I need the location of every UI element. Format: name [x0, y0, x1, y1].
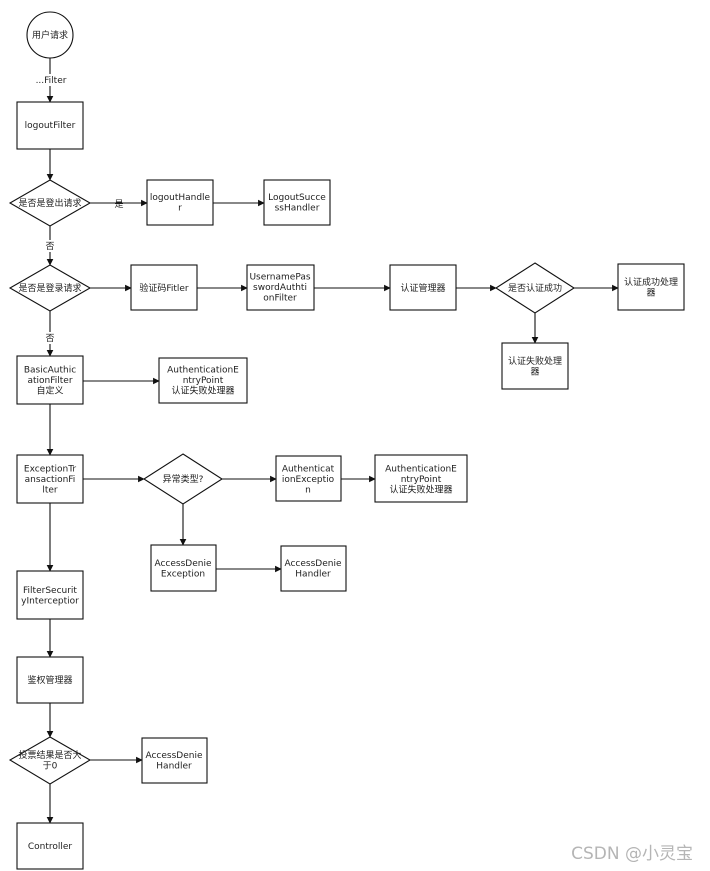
edge-label-yes: 是 [114, 199, 123, 210]
authz-manager-node [16, 656, 84, 704]
captcha-filter-node [130, 264, 198, 311]
auth-failure-handler-node [501, 342, 569, 390]
label-authz-manager: 鉴权管理器 [27, 674, 72, 686]
controller-node [16, 822, 84, 870]
auth-entry-point-1-node [158, 357, 248, 404]
auth-success-handler-node [617, 263, 685, 311]
edge-label-no-2: 否 [45, 333, 54, 344]
label-captcha-filter: 验证码Fitler [139, 282, 189, 294]
vote-result-decision [8, 736, 92, 785]
is-logout-request-decision [8, 179, 92, 227]
label-auth-failure-handler: 认证失败处理器 [508, 355, 562, 378]
label-vote-result: 投票结果是否大于0 [18, 749, 81, 772]
watermark: CSDN @小灵宝 [571, 844, 693, 864]
logout-handler-node [146, 179, 214, 226]
label-controller: Controller [28, 842, 73, 852]
logout-filter-node [16, 101, 84, 150]
start-user-request-node [26, 11, 74, 59]
auth-manager-node [389, 264, 457, 311]
exception-filter-node [16, 454, 84, 504]
access-denied-exception-node [150, 544, 217, 592]
access-denied-handler-2-node [141, 737, 208, 784]
auth-entry-point-2-node [374, 454, 468, 503]
basic-auth-filter-node [16, 355, 84, 405]
label-exception-type: 异常类型? [163, 473, 204, 485]
is-login-request-decision [8, 264, 92, 312]
edge-label-filter: ...Filter [36, 76, 67, 86]
access-denied-handler-1-node [280, 545, 347, 592]
label-auth-success-handler: 认证成功处理器 [624, 276, 678, 299]
label-is-auth-success: 是否认证成功 [508, 282, 562, 294]
label-user-request: 用户请求 [32, 29, 68, 41]
logout-success-handler-node [263, 179, 331, 226]
exception-type-decision [142, 453, 224, 505]
label-logout-filter: logoutFilter [25, 121, 76, 131]
authentication-exception-node [275, 455, 342, 502]
label-auth-manager: 认证管理器 [400, 282, 445, 294]
is-auth-success-decision [494, 262, 576, 314]
label-is-logout-request: 是否是登出请求 [18, 197, 81, 209]
filter-security-interceptor-node [16, 570, 84, 620]
label-is-login-request: 是否是登录请求 [18, 282, 81, 294]
username-password-filter-node [246, 264, 315, 311]
edge-label-no-1: 否 [45, 241, 54, 252]
